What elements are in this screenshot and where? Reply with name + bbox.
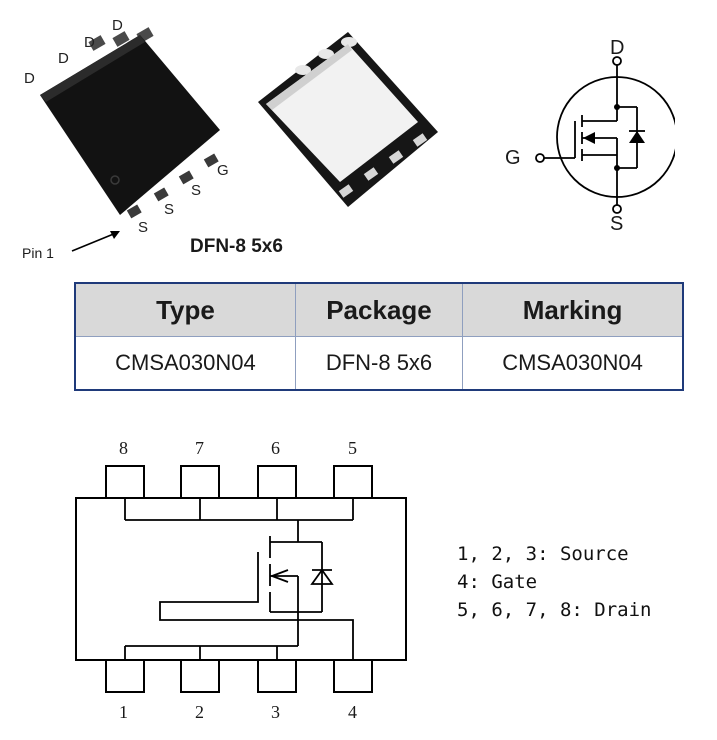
package-top-view [40,27,220,219]
legend-source: 1, 2, 3: Source [457,543,629,565]
legend-gate: 4: Gate [457,571,538,593]
source-label: S [610,213,624,235]
gate-label: G [505,147,521,169]
pin-label-s3: S [191,182,202,199]
pin-label-s1: S [138,219,149,236]
header-package: Package [294,282,464,337]
header-marking: Marking [462,282,684,337]
pin-legend: 1, 2, 3: Source 4: Gate 5, 6, 7, 8: Drai… [457,540,651,624]
pinout-diagram [75,465,407,693]
pin-label-d4: D [112,17,123,34]
legend-drain: 5, 6, 7, 8: Drain [457,599,652,621]
drain-label: D [610,37,625,59]
pin-number-1: 1 [119,702,128,722]
pin-label-g: G [217,162,229,179]
pin-label-d1: D [24,70,35,87]
pin-label-d3: D [84,34,95,51]
table-row: CMSA030N04 DFN-8 5x6 CMSA030N04 [74,336,684,391]
header-type: Type [74,282,296,337]
package-bottom-view [258,32,438,207]
cell-package: DFN-8 5x6 [294,336,464,391]
pin-label-s2: S [164,201,175,218]
mosfet-symbol [535,56,675,214]
pin-number-7: 7 [195,438,204,458]
pin-number-3: 3 [271,702,280,722]
pin-number-4: 4 [348,702,357,722]
cell-type: CMSA030N04 [74,336,296,391]
package-name: DFN-8 5x6 [190,236,283,257]
pin-number-6: 6 [271,438,280,458]
pin-label-d2: D [58,50,69,67]
pin-number-2: 2 [195,702,204,722]
cell-marking: CMSA030N04 [462,336,684,391]
pin-number-8: 8 [119,438,128,458]
spec-table: Type Package Marking CMSA030N04 DFN-8 5x… [74,282,684,391]
pin1-arrow-icon [71,231,120,252]
table-header-row: Type Package Marking [74,282,684,337]
pin-number-5: 5 [348,438,357,458]
pin1-label: Pin 1 [22,245,54,261]
